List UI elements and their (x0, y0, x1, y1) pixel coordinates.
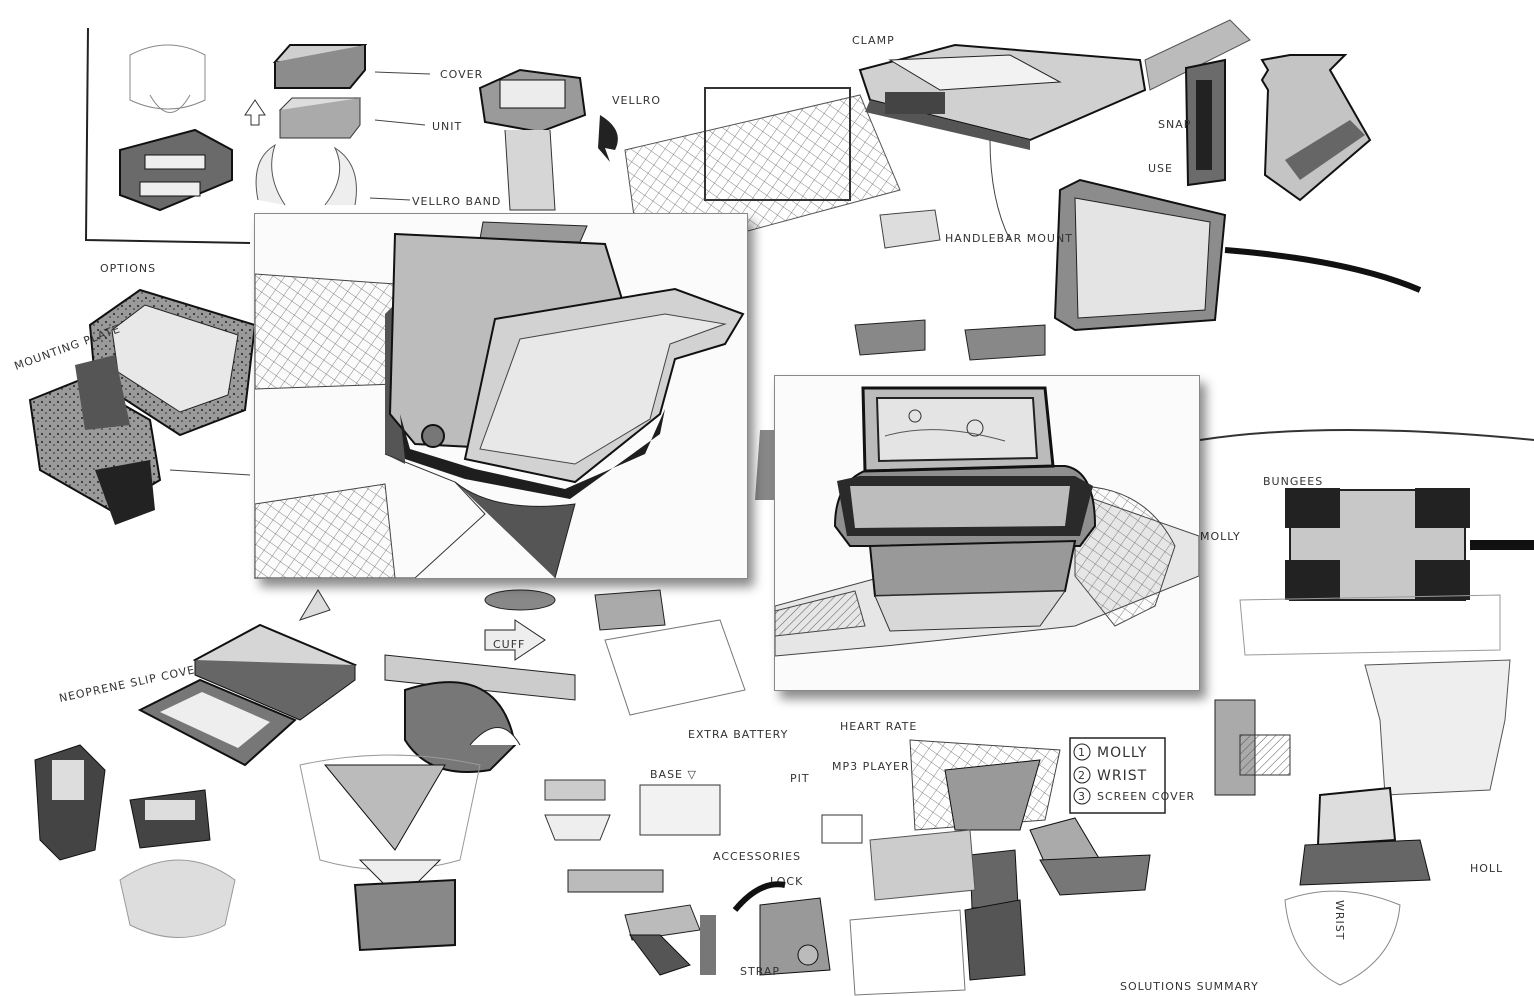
label-mp3: MP3 PLAYER (832, 760, 910, 773)
label-velcro: VELLRO (612, 94, 661, 107)
base-accessory-sketch: BASE ▽ ACCESSORIES EXTRA BATTERY HEART R… (299, 720, 917, 952)
handlebar-mount-sketch: HANDLEBAR MOUNT (854, 178, 1422, 361)
neoprene-cover-sketch: NEOPRENE SLIP COVER CUFF (34, 589, 666, 938)
label-strap: STRAP (740, 965, 780, 978)
svg-text:SCREEN COVER: SCREEN COVER (1097, 790, 1195, 803)
label-bungees: BUNGEES (1263, 475, 1323, 488)
label-cover: COVER (440, 68, 483, 81)
svg-text:3: 3 (1078, 790, 1086, 803)
label-clamp: CLAMP (852, 34, 895, 47)
misc-fragments (604, 429, 1534, 996)
inset-wrist-device (774, 375, 1200, 691)
solution-item-1: 1 MOLLY (1073, 743, 1147, 761)
lock-strap-sketch: LOCK STRAP (567, 869, 831, 978)
label-unit: UNIT (432, 120, 462, 133)
snap-clip-sketch: SNAP USE (1148, 54, 1372, 202)
label-snap: SNAP (1158, 118, 1191, 131)
solution-list-sketch: 1 MOLLY 2 WRIST 3 SCREEN COVER SOLUTIONS… (909, 737, 1259, 993)
label-wrist-vertical: WRIST (1333, 900, 1346, 940)
mounting-options-sketch: OPTIONS MOUNTING PLATE (13, 262, 257, 525)
exploded-clip-sketch: COVER UNIT VELLRO VELLRO BAND (84, 27, 661, 244)
label-use: USE (1148, 162, 1173, 175)
inset-clip-closeup (254, 213, 748, 579)
label-cuff: CUFF (493, 638, 525, 651)
label-handlebar: HANDLEBAR MOUNT (945, 232, 1073, 245)
label-holl: HOLL (1470, 862, 1503, 875)
label-molly: MOLLY (1200, 530, 1241, 543)
svg-text:MOLLY: MOLLY (1097, 745, 1147, 761)
label-pit: PIT (790, 772, 810, 785)
label-heart-rate: HEART RATE (840, 720, 917, 733)
solution-item-2: 2 WRIST (1073, 766, 1147, 784)
svg-text:1: 1 (1078, 746, 1086, 759)
label-accessories: ACCESSORIES (713, 850, 801, 863)
label-extra-battery: EXTRA BATTERY (688, 728, 788, 741)
svg-text:2: 2 (1078, 769, 1086, 782)
label-base: BASE ▽ (650, 768, 697, 781)
label-options: OPTIONS (100, 262, 156, 275)
svg-text:WRIST: WRIST (1097, 768, 1147, 784)
label-velcro-band: VELLRO BAND (412, 195, 501, 208)
bungee-molle-sketch: BUNGEES MOLLY WRIST HOLL (1200, 475, 1534, 986)
label-solutions: SOLUTIONS SUMMARY (1120, 980, 1259, 993)
solution-item-3: 3 SCREEN COVER (1073, 787, 1195, 805)
